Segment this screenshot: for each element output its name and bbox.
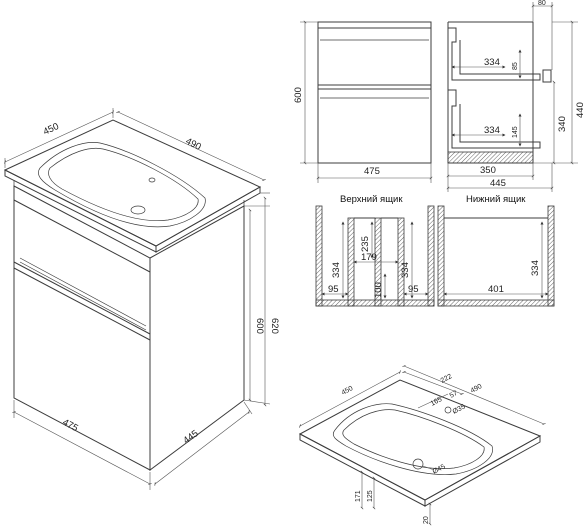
basin-dim-490: 490: [470, 383, 484, 395]
dim-side-depth-upper: 350: [480, 165, 496, 176]
front-view: 600 475: [293, 20, 433, 183]
basin-dim-d45: Ø45: [432, 463, 447, 475]
cabinet-isometric: 450 490 600 620 475 445: [3, 108, 280, 490]
upper-drawer-title: Верхний ящик: [340, 194, 403, 205]
lower-dim-height: 334: [530, 260, 541, 276]
lower-dim-width: 401: [488, 284, 504, 295]
basin-dim-20: 20: [423, 516, 430, 524]
upper-dim-right-height: 334: [400, 262, 411, 278]
basin-dim-222: 222: [440, 373, 454, 385]
basin-dim-width: 450: [341, 385, 355, 397]
upper-dim-cut-width: 179: [361, 252, 377, 263]
dim-front-height: 600: [293, 87, 304, 103]
dim-side-gap-bottom: 145: [512, 126, 519, 138]
basin-dim-171: 171: [355, 490, 362, 502]
dim-height-front: 600: [254, 318, 265, 334]
dim-height-total: 620: [269, 318, 280, 334]
lower-drawer-section: Нижний ящик 334 401: [437, 194, 555, 307]
side-section: 80 334 85 334 145 340 440 350 445: [446, 0, 586, 192]
upper-dim-mid-bottom: 100: [373, 282, 384, 298]
basin-isometric: 450 222 490 165 57 Ø35 Ø45 171 125 20: [298, 365, 546, 526]
dim-top-width: 450: [42, 121, 61, 138]
basin-dim-165: 165: [430, 396, 444, 408]
dim-side-inner-bottom: 334: [484, 125, 500, 136]
upper-drawer-section: Верхний ящик 334 235 179 334 95 100: [315, 194, 435, 307]
basin-dim-d35: Ø35: [452, 403, 467, 415]
dim-side-440: 440: [575, 102, 586, 118]
dim-front-width: 475: [364, 166, 380, 177]
basin-dim-125: 125: [367, 490, 374, 502]
upper-dim-left-bottom: 95: [328, 284, 339, 295]
upper-dim-right-bottom: 95: [408, 284, 419, 295]
dim-side-gap-top: 85: [512, 62, 519, 70]
upper-dim-height: 334: [331, 262, 342, 278]
basin-dim-57: 57: [449, 390, 459, 400]
dim-side-depth-total: 445: [490, 178, 506, 189]
dim-panel: 80: [538, 0, 546, 7]
dim-side-340: 340: [557, 116, 568, 132]
lower-drawer-title: Нижний ящик: [466, 194, 526, 205]
upper-dim-cut-height: 235: [360, 236, 371, 252]
dim-side-inner-top: 334: [484, 57, 500, 68]
dim-base-depth: 445: [181, 428, 200, 446]
